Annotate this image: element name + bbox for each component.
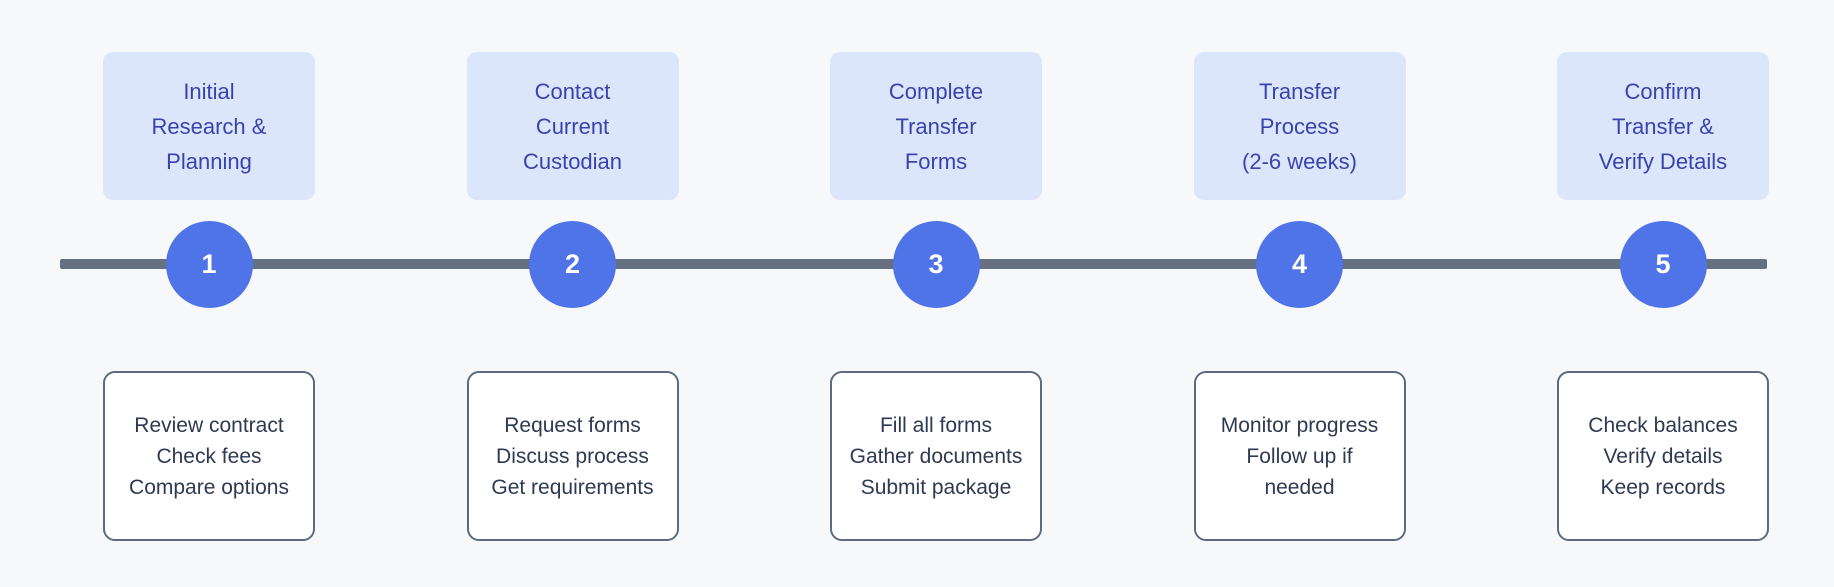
step-1-number-circle: 1 bbox=[165, 221, 253, 308]
step-3-detail-card: Fill all forms Gather documents Submit p… bbox=[830, 371, 1042, 541]
step-5: Confirm Transfer & Verify Details 5 Chec… bbox=[1557, 52, 1769, 541]
step-2-number-circle: 2 bbox=[529, 221, 616, 308]
step-2: Contact Current Custodian 2 Request form… bbox=[466, 52, 679, 541]
step-3-title-card: Complete Transfer Forms bbox=[830, 52, 1042, 200]
step-1-title-card: Initial Research & Planning bbox=[103, 52, 315, 200]
step-5-title-card: Confirm Transfer & Verify Details bbox=[1557, 52, 1769, 200]
step-5-number-circle: 5 bbox=[1619, 221, 1707, 308]
step-1-detail-card: Review contract Check fees Compare optio… bbox=[103, 371, 315, 541]
step-4-number-circle: 4 bbox=[1256, 221, 1343, 308]
step-2-detail-card: Request forms Discuss process Get requir… bbox=[466, 371, 679, 541]
step-1: Initial Research & Planning 1 Review con… bbox=[103, 52, 315, 541]
step-4: Transfer Process (2-6 weeks) 4 Monitor p… bbox=[1193, 52, 1406, 541]
timeline-steps: Initial Research & Planning 1 Review con… bbox=[103, 52, 1769, 541]
step-4-title-card: Transfer Process (2-6 weeks) bbox=[1193, 52, 1406, 200]
step-4-detail-card: Monitor progress Follow up if needed bbox=[1193, 371, 1406, 541]
step-2-title-card: Contact Current Custodian bbox=[466, 52, 679, 200]
step-3-number-circle: 3 bbox=[892, 221, 980, 308]
step-3: Complete Transfer Forms 3 Fill all forms… bbox=[830, 52, 1042, 541]
step-5-detail-card: Check balances Verify details Keep recor… bbox=[1557, 371, 1769, 541]
